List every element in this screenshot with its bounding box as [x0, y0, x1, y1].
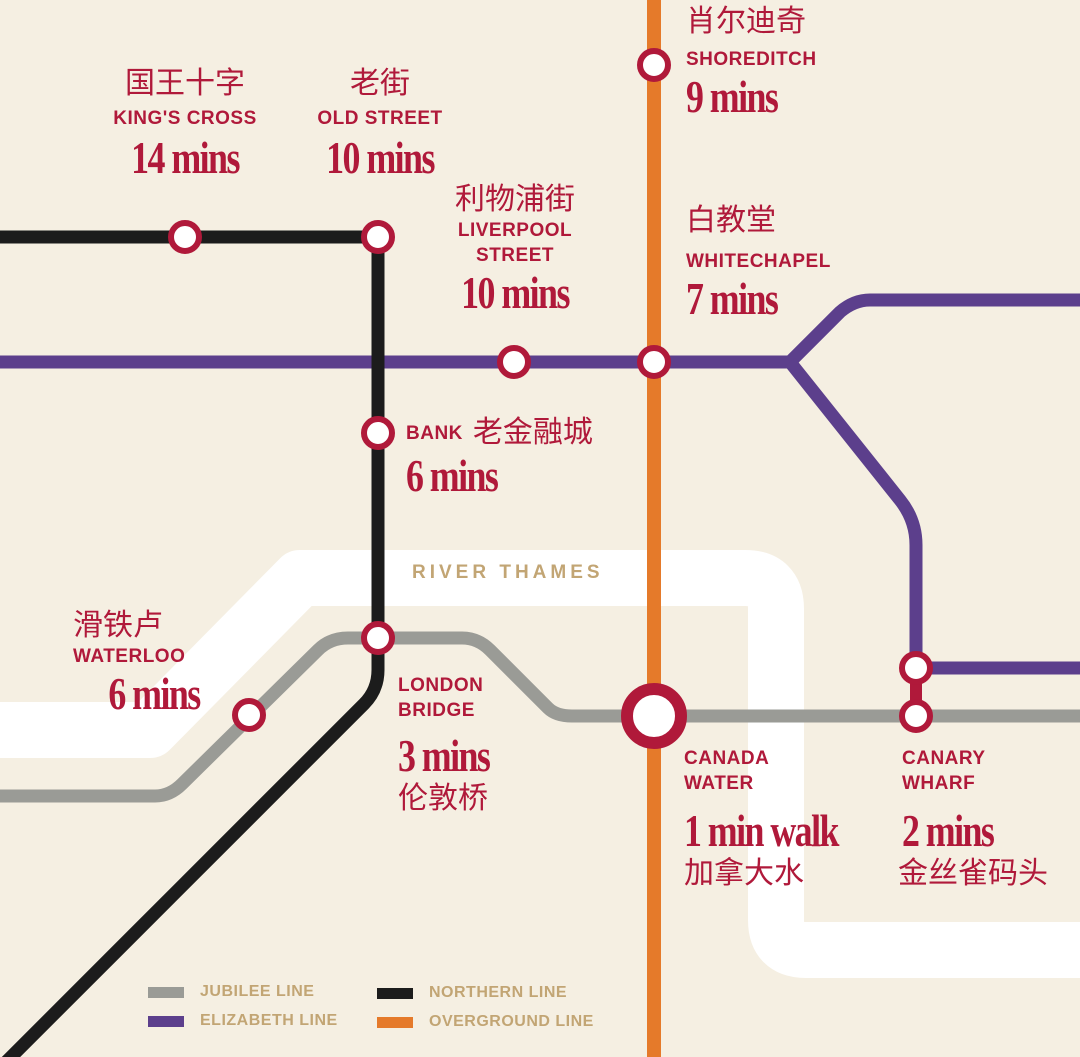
station-name-en: WHITECHAPEL — [686, 251, 831, 272]
jubilee-line — [0, 631, 1080, 803]
travel-time: 6 mins — [108, 668, 201, 719]
legend-northern: NORTHERN LINE — [377, 984, 567, 1002]
station-old-street[interactable] — [361, 220, 395, 254]
station-name-cn: 肖尔迪奇 — [686, 4, 806, 39]
label-shoreditch: 肖尔迪奇 SHOREDITCH 9 mins — [686, 4, 817, 122]
label-liverpool-street: 利物浦街 LIVERPOOL STREET 10 mins — [425, 182, 605, 318]
station-bank[interactable] — [361, 416, 395, 450]
label-waterloo: 滑铁卢 WATERLOO 6 mins — [50, 608, 250, 719]
legend-elizabeth: ELIZABETH LINE — [148, 1012, 338, 1030]
travel-time: 10 mins — [326, 132, 435, 183]
travel-time: 14 mins — [131, 132, 240, 183]
station-shoreditch[interactable] — [637, 48, 671, 82]
station-name-cn: 加拿大水 — [684, 856, 804, 891]
station-canary-wharf-jubilee[interactable] — [899, 699, 933, 733]
legend-label: NORTHERN LINE — [429, 984, 568, 1001]
legend-swatch-overground — [377, 1016, 413, 1028]
river-thames — [0, 550, 1080, 978]
label-old-street: 老街 OLD STREET 10 mins — [290, 66, 470, 183]
station-name-en-line2: WATER — [684, 773, 754, 794]
legend-jubilee: JUBILEE LINE — [148, 983, 314, 1001]
station-name-en-line2: STREET — [476, 245, 554, 266]
label-kings-cross: 国王十字 KING'S CROSS 14 mins — [95, 66, 275, 183]
station-name-en-line1: CANARY — [902, 748, 986, 769]
station-name-cn: 国王十字 — [125, 66, 245, 101]
travel-time: 2 mins — [902, 805, 995, 856]
station-whitechapel[interactable] — [637, 345, 671, 379]
elizabeth-line-branch-north — [785, 293, 1080, 367]
travel-time: 3 mins — [398, 730, 491, 781]
travel-time: 1 min walk — [684, 805, 839, 856]
station-waterloo[interactable] — [232, 698, 266, 732]
travel-time: 9 mins — [686, 71, 779, 122]
station-name-en-line2: WHARF — [902, 773, 976, 794]
label-bank: BANK 老金融城 6 mins — [406, 415, 593, 501]
northern-line — [0, 230, 385, 1057]
station-name-cn: 白教堂 — [686, 203, 776, 238]
elizabeth-line-branch-south — [784, 357, 1080, 675]
legend-label: ELIZABETH LINE — [200, 1012, 338, 1029]
station-name-en-line2: BRIDGE — [398, 700, 475, 721]
label-london-bridge: LONDON BRIDGE 3 mins 伦敦桥 — [398, 673, 515, 817]
label-whitechapel: 白教堂 WHITECHAPEL 7 mins — [686, 203, 831, 324]
label-canada-water: CANADA WATER 1 min walk 加拿大水 — [684, 746, 881, 892]
station-name-en-line1: CANADA — [684, 748, 770, 769]
station-name-cn: 金丝雀码头 — [898, 856, 1048, 891]
travel-time: 10 mins — [461, 267, 570, 318]
station-liverpool-street[interactable] — [497, 345, 531, 379]
station-name-en: SHOREDITCH — [686, 49, 817, 70]
river-label: RIVER THAMES — [412, 562, 604, 583]
station-name-cn: 利物浦街 — [455, 182, 575, 217]
travel-time: 7 mins — [686, 273, 779, 324]
legend-swatch-elizabeth — [148, 1015, 184, 1027]
station-name-en: OLD STREET — [317, 108, 443, 129]
station-name-cn: 滑铁卢 — [73, 608, 163, 643]
station-name-en: KING'S CROSS — [113, 108, 257, 129]
legend-label: OVERGROUND LINE — [429, 1013, 594, 1030]
label-canary-wharf: CANARY WHARF 2 mins 金丝雀码头 — [898, 746, 1048, 892]
station-london-bridge[interactable] — [361, 621, 395, 655]
station-name-en: BANK — [406, 422, 463, 444]
station-canary-wharf-elizabeth[interactable] — [899, 651, 933, 685]
station-name-cn: 老金融城 — [472, 415, 593, 450]
station-name-cn: 伦敦桥 — [398, 781, 488, 816]
legend-overground: OVERGROUND LINE — [377, 1013, 594, 1031]
legend-swatch-jubilee — [148, 986, 184, 998]
station-name-en: WATERLOO — [73, 646, 186, 667]
station-kings-cross[interactable] — [168, 220, 202, 254]
station-name-en-line1: LIVERPOOL — [457, 220, 573, 241]
station-name-en-line1: LONDON — [398, 675, 484, 696]
station-canada-water[interactable] — [621, 683, 687, 749]
station-name-cn: 老街 — [350, 66, 410, 101]
legend-swatch-northern — [377, 987, 413, 999]
legend-label: JUBILEE LINE — [200, 983, 315, 1000]
travel-time: 6 mins — [406, 450, 499, 501]
